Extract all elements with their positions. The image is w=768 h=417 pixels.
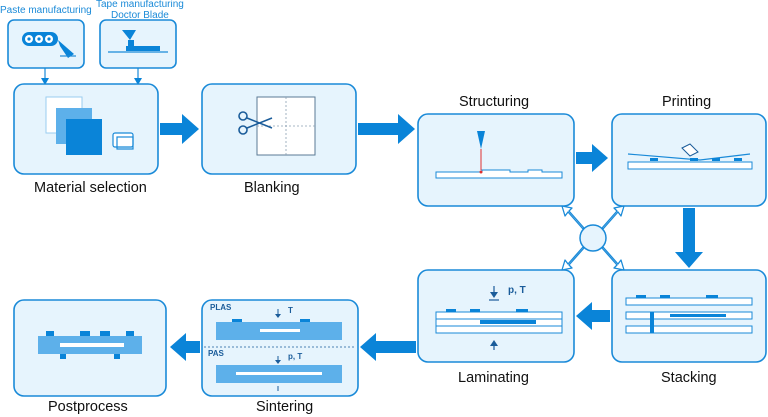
sintering-t-label: T [288,306,293,315]
input-arrows [41,68,142,85]
hub-arrow-down-left [561,246,585,271]
laminating-press-arrow-bottom [490,340,498,350]
arrow-sintering-to-postprocess [170,333,200,361]
tape-manufacturing-box [99,19,177,69]
plas-label: PLAS [210,303,232,312]
arrow-structuring-to-printing [576,144,608,172]
arrow-laminating-to-sintering [360,333,416,361]
structuring-label: Structuring [459,94,530,110]
squeegee-icon [627,143,751,161]
laser-icon [477,131,485,170]
finished-part-icon [38,331,142,359]
arrow-printing-to-stacking [675,208,703,268]
laminating-box [417,269,575,363]
stacking-box [611,269,767,363]
arrow-blanking-to-structuring [358,114,415,144]
laminated-stack [435,309,563,334]
postprocess-box [13,299,167,397]
paste-roller-icon [22,32,76,58]
iteration-hub [561,205,625,271]
sintering-box [201,299,359,397]
material-selection-label: Material selection [34,180,147,196]
paste-manufacturing-label: Paste manufacturing [0,5,92,16]
printing-box [611,113,767,207]
arrow-material-to-blanking [160,114,199,144]
printing-layer [627,158,753,170]
hub-arrow-down-right [601,246,625,271]
blanking-label: Blanking [244,180,300,196]
material-selection-box [13,83,159,175]
laminating-label: Laminating [458,370,529,386]
arrow-stacking-to-laminating [576,302,610,330]
stacking-label: Stacking [661,370,717,386]
printing-label: Printing [662,94,712,110]
blanking-box [201,83,357,175]
doctor-blade-icon [108,30,168,53]
flow-arrows [160,114,703,361]
sintering-plas-stack [216,309,342,340]
laminating-pt-label: p, T [508,285,526,296]
structuring-box [417,113,575,207]
scissors-icon [238,111,273,135]
hub-arrow-up-right [601,205,625,230]
sintering-pt-label: p, T [288,352,303,361]
postprocess-label: Postprocess [48,399,128,415]
hub-arrow-up-left [561,205,585,230]
sintering-pas-stack [216,356,342,391]
tape-manufacturing-label: Tape manufacturing Doctor Blade [96,0,184,21]
pas-label: PAS [208,349,224,358]
material-sheets-icon [45,96,134,155]
sintering-label: Sintering [256,399,314,415]
paste-manufacturing-box [7,19,85,69]
stacked-layers [625,295,753,334]
laminating-press-arrow-top [489,286,499,301]
